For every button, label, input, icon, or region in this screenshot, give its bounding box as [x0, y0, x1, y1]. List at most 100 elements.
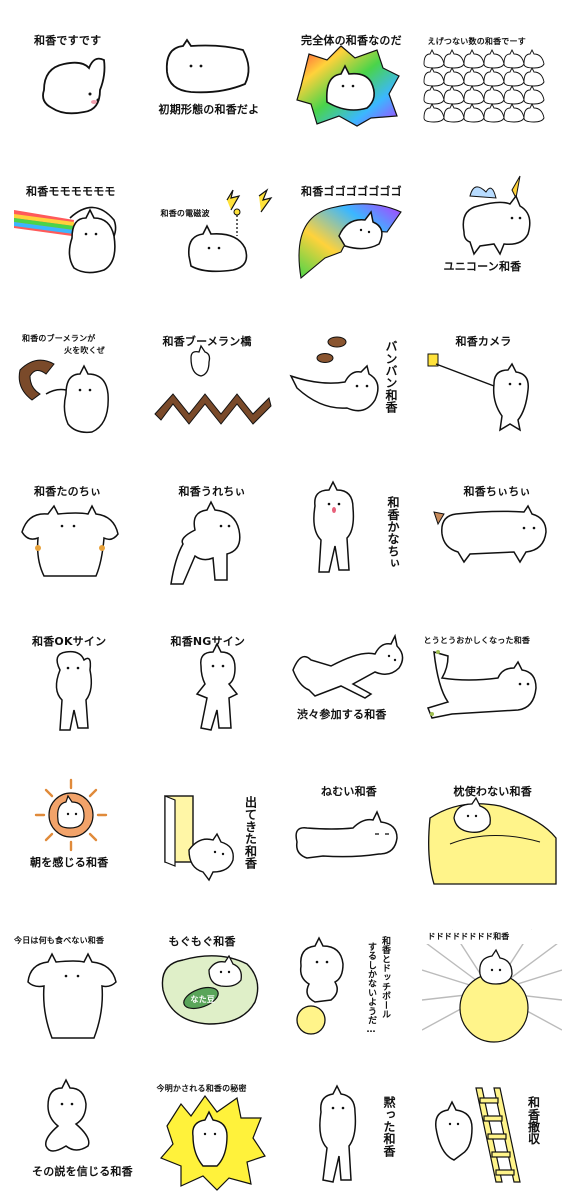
- sticker-31[interactable]: 黙った和香: [281, 1050, 422, 1200]
- sticker-caption: 和香かなちぃ: [386, 496, 400, 570]
- sticker-caption: 和香とドッチボール: [380, 936, 390, 1019]
- bean-label: なた豆: [190, 995, 216, 1004]
- sticker-15[interactable]: 和香かなちぃ: [281, 450, 422, 600]
- sticker-13[interactable]: 和香たのちぃ: [0, 450, 141, 600]
- many-cats-icon: [423, 48, 544, 123]
- sad-cat-icon: [313, 480, 355, 573]
- sticker-5[interactable]: 和香モモモモモモ: [0, 150, 141, 300]
- rainbow-burst-cat-icon: [296, 45, 400, 127]
- sticker-caption: 今日は何も食べない和香: [14, 936, 105, 945]
- sticker-26[interactable]: もぐもぐ和香 なた豆: [141, 900, 282, 1050]
- sticker-caption: 初期形態の和香だよ: [158, 103, 260, 116]
- silent-cat-icon: [319, 1084, 357, 1183]
- sticker-23[interactable]: ねむい和香: [281, 750, 422, 900]
- sticker-10[interactable]: 和香ブーメラン橋: [141, 300, 282, 450]
- sticker-caption: 和香モモモモモモ: [26, 185, 116, 198]
- sticker-3[interactable]: 完全体の和香なのだ: [281, 0, 422, 150]
- sticker-9[interactable]: 和香のブーメランが 火を吹くぜ: [0, 300, 141, 450]
- sticker-2[interactable]: 初期形態の和香だよ: [141, 0, 282, 150]
- sticker-caption: 和香ちぃちぃ: [463, 485, 531, 498]
- sticker-32[interactable]: 和香撤収: [422, 1050, 562, 1200]
- bang-cat-icon: [289, 336, 379, 412]
- cat-blob-icon: [165, 38, 249, 94]
- sticker-caption: 和香たのちぃ: [34, 485, 102, 498]
- sticker-30[interactable]: 今明かされる和香の秘密: [141, 1050, 282, 1200]
- fasting-cat-icon: [27, 952, 117, 1039]
- sticker-caption: 和香OKサイン: [32, 635, 107, 648]
- eating-cat-icon: [161, 954, 258, 1025]
- sticker-caption: 和香の電磁波: [160, 209, 210, 218]
- tiny-cat-icon: [432, 504, 547, 564]
- ladder-cat-icon: [434, 1087, 521, 1183]
- sticker-caption: 和香うれちぃ: [178, 485, 246, 498]
- secret-cat-icon: [159, 1094, 266, 1191]
- weird-cat-icon: [426, 650, 537, 719]
- sticker-7[interactable]: 和香ゴゴゴゴゴゴゴ: [281, 150, 422, 300]
- sticker-16[interactable]: 和香ちぃちぃ: [422, 450, 562, 600]
- sticker-17[interactable]: 和香OKサイン: [0, 600, 141, 750]
- sticker-caption-2: するしかないようだ…: [366, 942, 376, 1035]
- glad-cat-icon: [169, 500, 240, 585]
- sticker-caption: とうとうおかしくなった和香: [423, 636, 531, 645]
- sticker-19[interactable]: 渋々参加する和香: [281, 600, 422, 750]
- pillow-cat-icon: [427, 796, 557, 885]
- sticker-18[interactable]: 和香NGサイン: [141, 600, 282, 750]
- sun-cat-icon: [34, 778, 108, 852]
- sticker-caption: 出てきた和香: [243, 796, 258, 870]
- sleepy-cat-icon: [295, 810, 398, 859]
- unicorn-cat-icon: [462, 175, 530, 256]
- sticker-caption: その説を信じる和香: [32, 1165, 133, 1178]
- sticker-caption: 枕使わない和香: [453, 785, 532, 798]
- sticker-caption: 完全体の和香なのだ: [301, 34, 402, 47]
- sticker-21[interactable]: 朝を感じる和香: [0, 750, 141, 900]
- sticker-12[interactable]: 和香カメラ: [422, 300, 562, 450]
- boomerang-bridge-icon: [153, 344, 272, 425]
- sticker-caption: ねむい和香: [321, 785, 377, 798]
- sticker-29[interactable]: その説を信じる和香: [0, 1050, 141, 1200]
- sticker-caption: バンバン和香: [384, 340, 398, 414]
- electromagnetic-cat-icon: [187, 188, 272, 273]
- rumble-cat-icon: [421, 929, 562, 1043]
- sticker-28[interactable]: ドドドドドドドド和香: [421, 900, 562, 1050]
- sticker-22[interactable]: 出てきた和香: [141, 750, 282, 900]
- sticker-caption: 和香のブーメランが: [22, 334, 96, 343]
- sticker-caption: 和香ブーメラン橋: [162, 335, 252, 348]
- rainbow-punch-cat-icon: [14, 206, 117, 274]
- sticker-25[interactable]: 今日は何も食べない和香: [0, 900, 141, 1050]
- ok-sign-cat-icon: [55, 650, 93, 731]
- sticker-caption-2: 火を吹くぜ: [64, 346, 105, 355]
- rainbow-rush-cat-icon: [298, 203, 402, 280]
- sticker-14[interactable]: 和香うれちぃ: [141, 450, 282, 600]
- stretching-cat-icon: [292, 633, 404, 699]
- happy-cat-icon: [21, 504, 119, 577]
- sticker-1[interactable]: 和香ですです: [0, 0, 141, 150]
- sticker-4[interactable]: えげつない数の和香でーす: [422, 0, 562, 150]
- sticker-caption: もぐもぐ和香: [168, 935, 236, 948]
- sticker-caption: えげつない数の和香でーす: [427, 37, 526, 46]
- meditating-cat-icon: [45, 1078, 90, 1152]
- sticker-6[interactable]: 和香の電磁波: [141, 150, 282, 300]
- sticker-caption: 和香NGサイン: [170, 635, 246, 648]
- door-cat-icon: [163, 795, 234, 882]
- sticker-caption: 朝を感じる和香: [30, 856, 109, 869]
- sticker-caption: 和香ですです: [34, 34, 102, 47]
- sticker-caption: 和香カメラ: [455, 335, 512, 348]
- boomerang-cat-icon: [18, 359, 109, 434]
- sticker-caption: 黙った和香: [382, 1096, 396, 1157]
- sticker-caption: 和香ゴゴゴゴゴゴゴ: [301, 185, 402, 198]
- ng-sign-cat-icon: [195, 642, 238, 731]
- sticker-caption: 今明かされる和香の秘密: [156, 1084, 247, 1093]
- sticker-caption: 和香撤収: [526, 1096, 541, 1145]
- sticker-caption: ユニコーン和香: [443, 260, 522, 273]
- dodgeball-cat-icon: [296, 936, 344, 1035]
- sticker-8[interactable]: ユニコーン和香: [422, 150, 562, 300]
- sticker-11[interactable]: バンバン和香: [281, 300, 422, 450]
- selfie-cat-icon: [427, 353, 529, 432]
- sticker-caption: ドドドドドドドド和香: [427, 932, 510, 941]
- sticker-20[interactable]: とうとうおかしくなった和香: [422, 600, 562, 750]
- sticker-24[interactable]: 枕使わない和香: [422, 750, 562, 900]
- sticker-caption: 渋々参加する和香: [297, 708, 387, 721]
- cat-upside-down-icon: [42, 57, 106, 115]
- sticker-27[interactable]: 和香とドッチボール するしかないようだ…: [281, 900, 422, 1050]
